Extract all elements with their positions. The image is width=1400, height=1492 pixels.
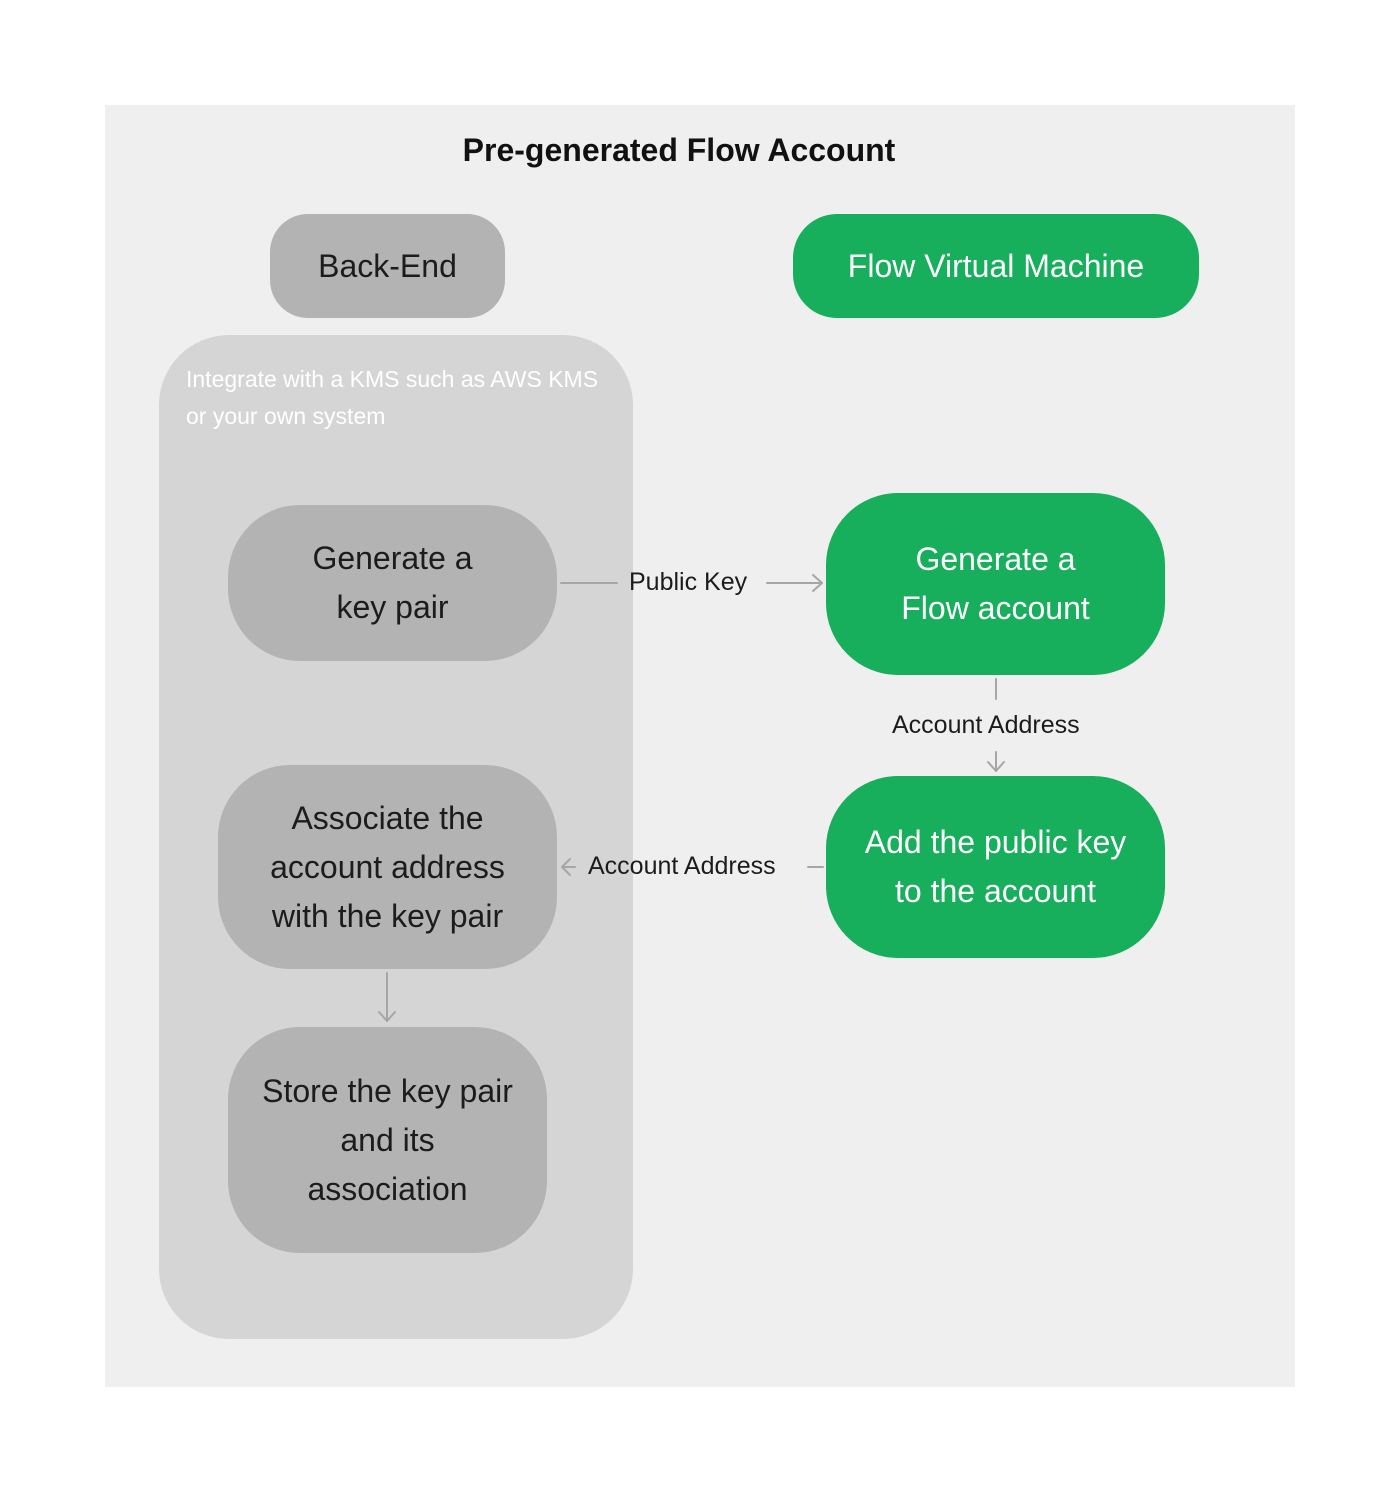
- fvm-lane-label: Flow Virtual Machine: [847, 247, 1145, 284]
- store-key-pair-node: Store the key pair and its association: [228, 1027, 547, 1253]
- generate-key-pair-line-1: Generate a: [312, 540, 473, 576]
- account-address-down-edge-label: Account Address: [892, 711, 1080, 739]
- add-public-key-line-2: to the account: [894, 873, 1097, 909]
- fvm-lane-header: Flow Virtual Machine: [793, 214, 1199, 318]
- public-key-arrowhead: [812, 574, 823, 592]
- generate-flow-account-line-2: Flow account: [901, 590, 1090, 626]
- diagram-title: Pre-generated Flow Account: [462, 132, 896, 168]
- associate-address-line-1: Associate the: [291, 799, 484, 836]
- generate-key-pair-node: Generate a key pair: [228, 505, 557, 661]
- backend-lane-label: Back-End: [318, 247, 457, 284]
- add-public-key-node: Add the public key to the account: [826, 776, 1165, 958]
- backend-lane-header: Back-End: [270, 214, 505, 318]
- associate-address-node: Associate the account address with the k…: [218, 765, 557, 969]
- store-key-pair-line-1: Store the key pair: [262, 1072, 513, 1109]
- associate-address-line-3: with the key pair: [271, 897, 504, 934]
- generate-key-pair-line-2: key pair: [336, 589, 449, 625]
- store-key-pair-line-2: and its: [340, 1121, 435, 1158]
- associate-to-store-arrowhead: [378, 1011, 396, 1022]
- generate-flow-account-node: Generate a Flow account: [826, 493, 1165, 675]
- generate-flow-account-line-1: Generate a: [915, 541, 1076, 577]
- account-address-back-arrowhead: [561, 858, 571, 876]
- associate-address-line-2: account address: [270, 848, 505, 885]
- account-address-back-edge-label: Account Address: [588, 852, 776, 880]
- account-address-down-arrowhead: [987, 761, 1005, 772]
- add-public-key-line-1: Add the public key: [864, 824, 1127, 860]
- store-key-pair-line-3: association: [307, 1170, 468, 1207]
- public-key-edge-label: Public Key: [629, 568, 748, 596]
- backend-panel-note: Integrate with a KMS such as AWS KMS or …: [186, 366, 599, 429]
